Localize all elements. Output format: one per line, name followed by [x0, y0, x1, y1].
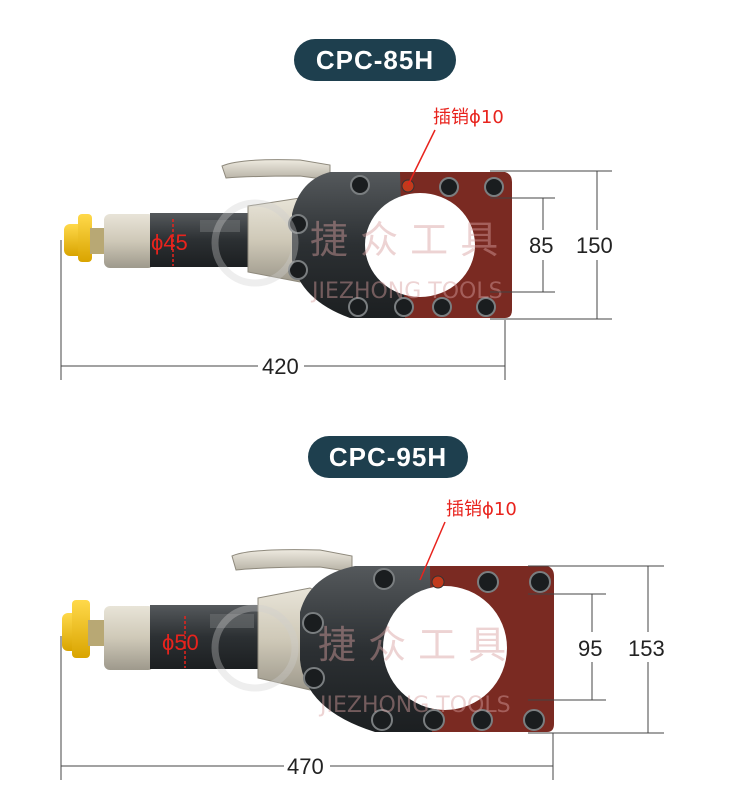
tool-cpc-95h [62, 549, 554, 732]
total-length-dimension: 420 [262, 354, 299, 379]
jaw-opening [383, 586, 507, 710]
jaw-opening-dimension: 95 [578, 636, 602, 661]
cylinder-diameter: ϕ45 [151, 230, 188, 255]
handle [231, 549, 353, 573]
handle [221, 159, 331, 181]
jaw-opening [365, 193, 475, 297]
chrome-cylinder-cap [104, 606, 154, 670]
pin [431, 575, 445, 589]
cylinder-diameter: ϕ50 [162, 630, 199, 655]
watermark-1: 捷 众 工 具 JIEZHONG TOOLS [211, 199, 503, 304]
pin-label: 插销ϕ10 [446, 499, 517, 520]
annotations-cpc-95h: 插销ϕ10 ϕ50 95 153 470 [60, 499, 665, 780]
pin [401, 179, 415, 193]
model-title-cpc-95h: CPC-95H [308, 436, 468, 478]
head-height-dimension: 153 [628, 636, 665, 661]
cutter-frame [292, 172, 410, 318]
pin-label: 插销ϕ10 [433, 107, 504, 128]
svg-text:捷 众 工 具: 捷 众 工 具 [310, 218, 498, 262]
bolts [302, 568, 551, 731]
tool-cpc-85h [64, 159, 512, 318]
svg-text:捷 众 工 具: 捷 众 工 具 [318, 623, 506, 667]
annotations-cpc-85h: 插销ϕ10 ϕ45 85 150 420 [60, 107, 613, 380]
jaw-opening-dimension: 85 [529, 233, 553, 258]
svg-text:JIEZHONG TOOLS: JIEZHONG TOOLS [310, 279, 503, 304]
pin-leader-line [419, 521, 446, 581]
head-height-dimension: 150 [576, 233, 613, 258]
hydraulic-coupler-yellow [64, 214, 106, 262]
total-length-dimension: 470 [287, 754, 324, 779]
hydraulic-coupler-yellow [62, 600, 106, 658]
chrome-cylinder-cap [104, 214, 154, 268]
watermark-2: 捷 众 工 具 JIEZHONG TOOLS [211, 604, 511, 718]
svg-text:JIEZHONG TOOLS: JIEZHONG TOOLS [318, 693, 511, 718]
model-title-cpc-85h: CPC-85H [294, 39, 456, 81]
bolts [288, 175, 504, 317]
pin-leader-line [407, 129, 436, 186]
